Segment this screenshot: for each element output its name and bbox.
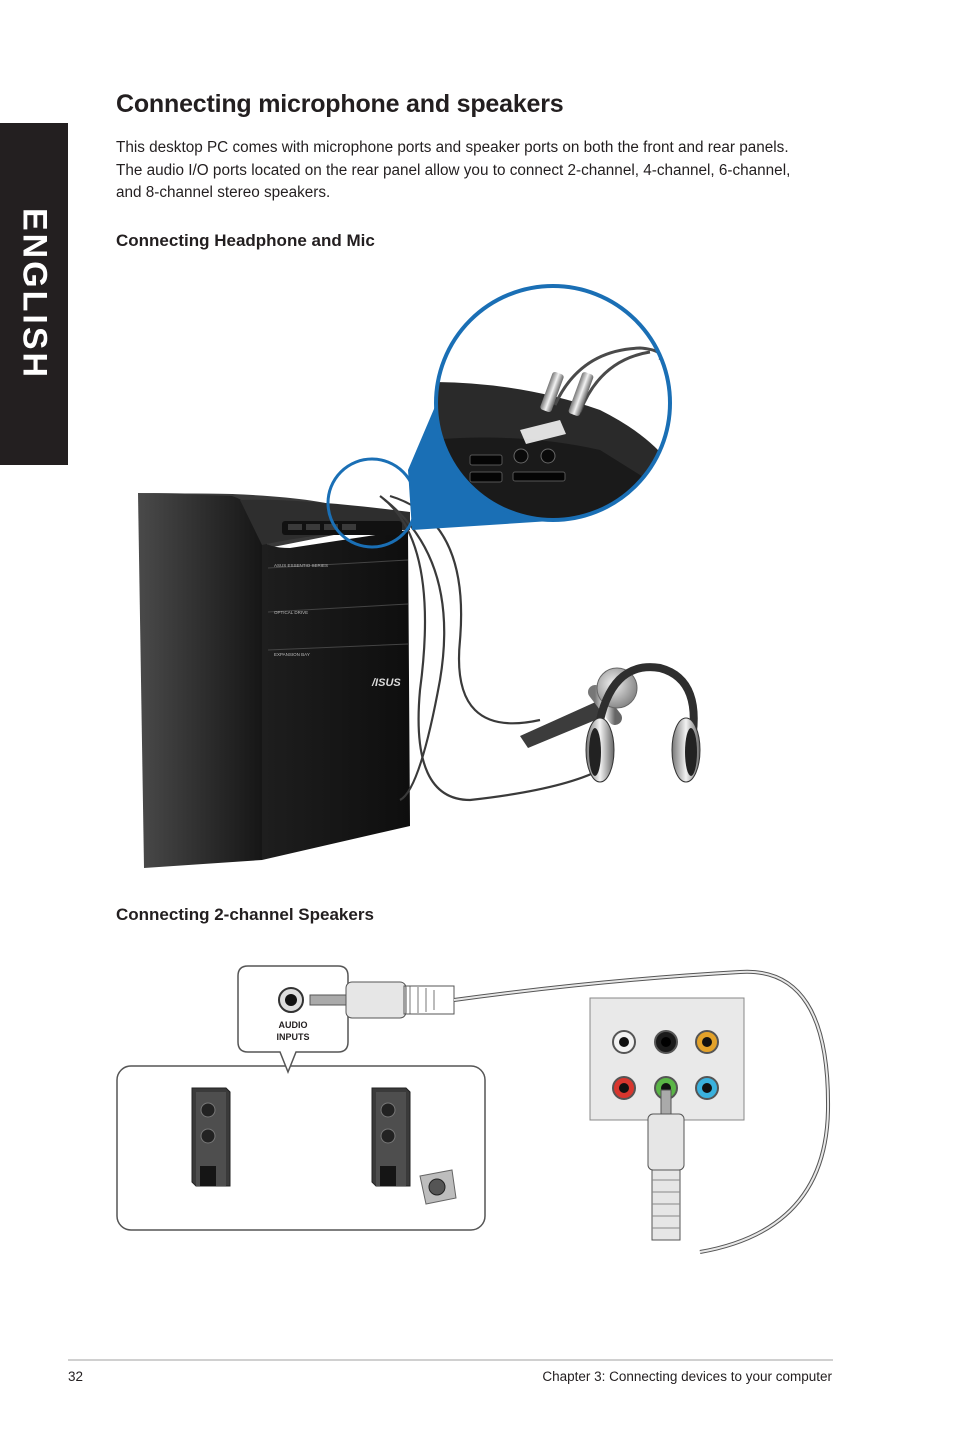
footer-rule (68, 1359, 833, 1361)
page-number: 32 (68, 1369, 84, 1384)
desktop-tower: ASUS ESSENTIO SERIES OPTICAL DRIVE EXPAN… (138, 493, 410, 868)
section-heading-2ch-speakers: Connecting 2-channel Speakers (116, 905, 374, 924)
speaker-group-box (116, 1065, 486, 1231)
zoom-circle-outline (434, 284, 672, 522)
section-heading-headphone-mic: Connecting Headphone and Mic (116, 231, 375, 250)
page-title: Connecting microphone and speakers (116, 90, 564, 118)
chapter-footer: Chapter 3: Connecting devices to your co… (542, 1369, 832, 1384)
headphones (585, 663, 701, 783)
audio-inputs-label-2: INPUTS (276, 1032, 309, 1042)
audio-plug-panel (647, 1089, 685, 1241)
audio-inputs-label-1: AUDIO (279, 1020, 308, 1030)
intro-paragraph: This desktop PC comes with microphone po… (116, 139, 791, 201)
bay-label-series: ASUS ESSENTIO SERIES (274, 563, 328, 568)
figure-headphone-mic: ASUS ESSENTIO SERIES OPTICAL DRIVE EXPAN… (138, 284, 701, 868)
audio-inputs-callout (237, 965, 349, 1075)
figure-2ch-speakers: AUDIO INPUTS (116, 965, 831, 1254)
subwoofer (419, 1169, 457, 1205)
left-speaker (191, 1087, 231, 1187)
language-side-tab: ENGLISH (0, 123, 68, 465)
bay-label-expansion: EXPANSION BAY (274, 652, 310, 657)
brand-logo: /ISUS (371, 677, 401, 689)
audio-plug-speaker (309, 981, 455, 1019)
bay-label-optical: OPTICAL DRIVE (274, 610, 308, 615)
right-speaker (371, 1087, 411, 1187)
